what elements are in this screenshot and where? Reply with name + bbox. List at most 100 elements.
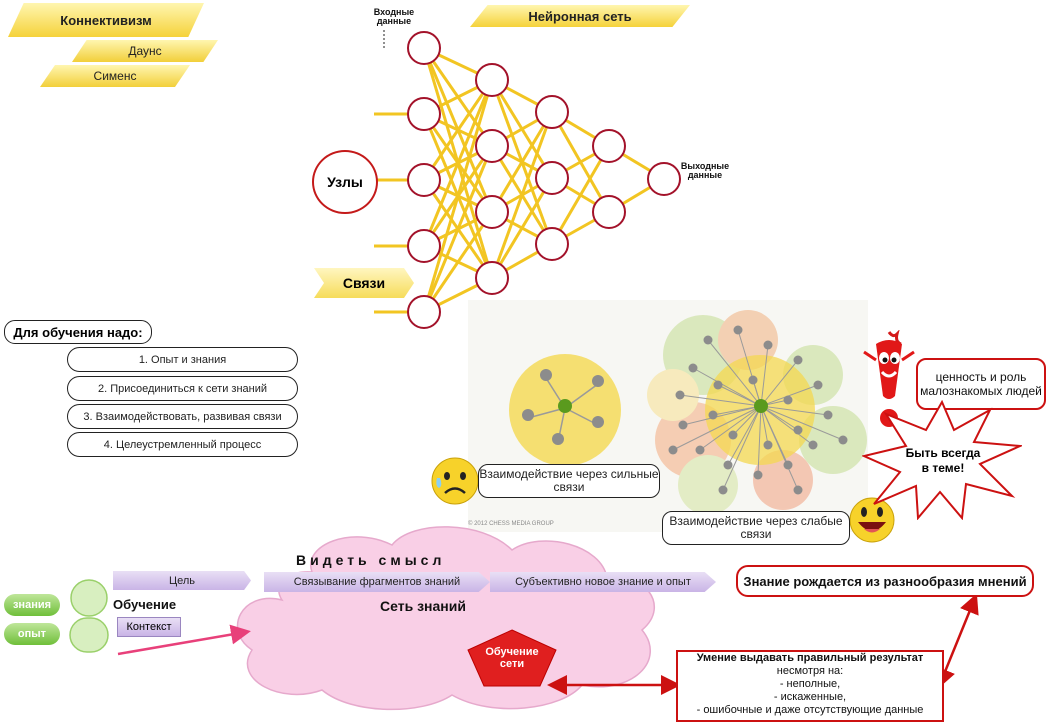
nn-link: [422, 211, 494, 313]
person-icon: [783, 460, 793, 470]
skill-title: Умение выдавать правильный результат: [696, 652, 924, 664]
nn-node: [407, 295, 441, 329]
knowledge-net-title: Сеть знаний: [380, 598, 466, 614]
center-person-icon: [558, 399, 572, 413]
nn-node: [647, 162, 681, 196]
weak-link: [679, 394, 762, 407]
links-tag: Связи: [314, 268, 414, 298]
person-icon: [708, 410, 718, 420]
person-icon: [703, 335, 713, 345]
goal-arrow: Цель: [113, 571, 251, 590]
skill-line1: - неполные,: [779, 678, 841, 690]
weak-link: [712, 405, 762, 416]
nn-link: [422, 79, 494, 247]
learning-item: 3. Взаимодействовать, развивая связи: [67, 404, 298, 429]
linking-arrow: Связывание фрагментов знаний: [264, 572, 490, 592]
knowledge-pill-text: знания: [12, 599, 52, 611]
sad-face-icon: [431, 457, 479, 505]
skill-line3: - ошибочные и даже отсутствующие данные: [696, 704, 924, 716]
nn-node: [592, 129, 626, 163]
person-icon: [723, 460, 733, 470]
learning-header: Для обучения надо:: [4, 320, 152, 344]
nn-node: [535, 227, 569, 261]
nn-node: [535, 95, 569, 129]
person-icon: [718, 485, 728, 495]
nn-link: [422, 145, 494, 313]
person-icon: [783, 395, 793, 405]
weak-link: [760, 405, 844, 441]
subjective-arrow: Субъективно новое знание и опыт: [490, 572, 716, 592]
person-icon: [748, 375, 758, 385]
weak-link: [760, 405, 799, 431]
nn-node: [475, 195, 509, 229]
nn-link: [490, 177, 554, 279]
see-meaning-text: Видеть смысл: [296, 552, 446, 568]
weak-link: [760, 344, 769, 407]
happy-face-icon: [849, 497, 895, 543]
person-icon: [763, 440, 773, 450]
nn-node: [475, 63, 509, 97]
links-label: Связи: [342, 275, 386, 291]
nn-link: [550, 145, 611, 245]
person-icon: [793, 425, 803, 435]
weak-link: [760, 405, 814, 446]
person-icon: [793, 355, 803, 365]
person-icon: [675, 390, 685, 400]
person-icon: [713, 380, 723, 390]
input-data-label: Входные данные: [373, 7, 415, 26]
weak-link: [682, 405, 762, 426]
nn-link: [422, 79, 494, 181]
nn-node: [407, 229, 441, 263]
pentagon-text: Обучение сети: [485, 646, 539, 670]
nn-link: [490, 111, 554, 213]
nn-node: [592, 195, 626, 229]
person-icon: [668, 445, 678, 455]
pentagon-shape: [467, 629, 557, 687]
learning-item: 2. Присоединиться к сети знаний: [67, 376, 298, 401]
person-icon: [678, 420, 688, 430]
center-person-icon: [754, 399, 768, 413]
star-text: Быть всегда в теме!: [905, 446, 981, 475]
value-note: ценность и роль малознакомых людей: [916, 358, 1046, 410]
pink-arrow: [117, 624, 251, 656]
nn-link: [490, 111, 554, 279]
red-arrow-diagonal: [936, 593, 979, 689]
nn-node: [475, 261, 509, 295]
weak-link: [760, 405, 829, 416]
copyright-text: © 2012 CHESS MEDIA GROUP: [468, 521, 554, 527]
starburst-shape: [862, 400, 1022, 520]
person-icon: [813, 380, 823, 390]
downes-tag: Даунс: [72, 40, 218, 62]
learning-header-text: Для обучения надо:: [13, 324, 143, 340]
weak-link: [722, 405, 762, 491]
nn-link: [422, 79, 494, 313]
network-illustration: [509, 310, 867, 515]
strong-ties-label: Взаимодействие через сильные связи: [478, 464, 660, 498]
nn-node: [475, 129, 509, 163]
weak-link: [699, 405, 762, 451]
value-note-text: ценность и роль малознакомых людей: [920, 370, 1042, 398]
weak-link: [717, 384, 762, 407]
knowledge-diversity-text: Знание рождается из разнообразия мнений: [743, 573, 1027, 589]
learning-item: 1. Опыт и знания: [67, 347, 298, 372]
skill-line2: - искаженные,: [773, 691, 847, 703]
person-icon: [763, 340, 773, 350]
person-icon: [823, 410, 833, 420]
weak-link: [672, 405, 762, 451]
person-icon: [688, 363, 698, 373]
nn-node: [407, 97, 441, 131]
person-icon: [728, 430, 738, 440]
nodes-label: Узлы: [327, 174, 363, 190]
siemens-tag: Сименс: [40, 65, 190, 87]
knowledge-pill: знания: [4, 594, 60, 616]
weak-link: [760, 405, 799, 491]
nn-node: [535, 161, 569, 195]
person-icon: [808, 440, 818, 450]
nn-node: [407, 31, 441, 65]
learner-figure-icon: [69, 579, 109, 653]
knowledge-diversity-note: Знание рождается из разнообразия мнений: [736, 565, 1034, 597]
weak-link: [760, 384, 819, 407]
exclamation-character-icon: [863, 330, 915, 427]
weak-link: [692, 367, 762, 407]
